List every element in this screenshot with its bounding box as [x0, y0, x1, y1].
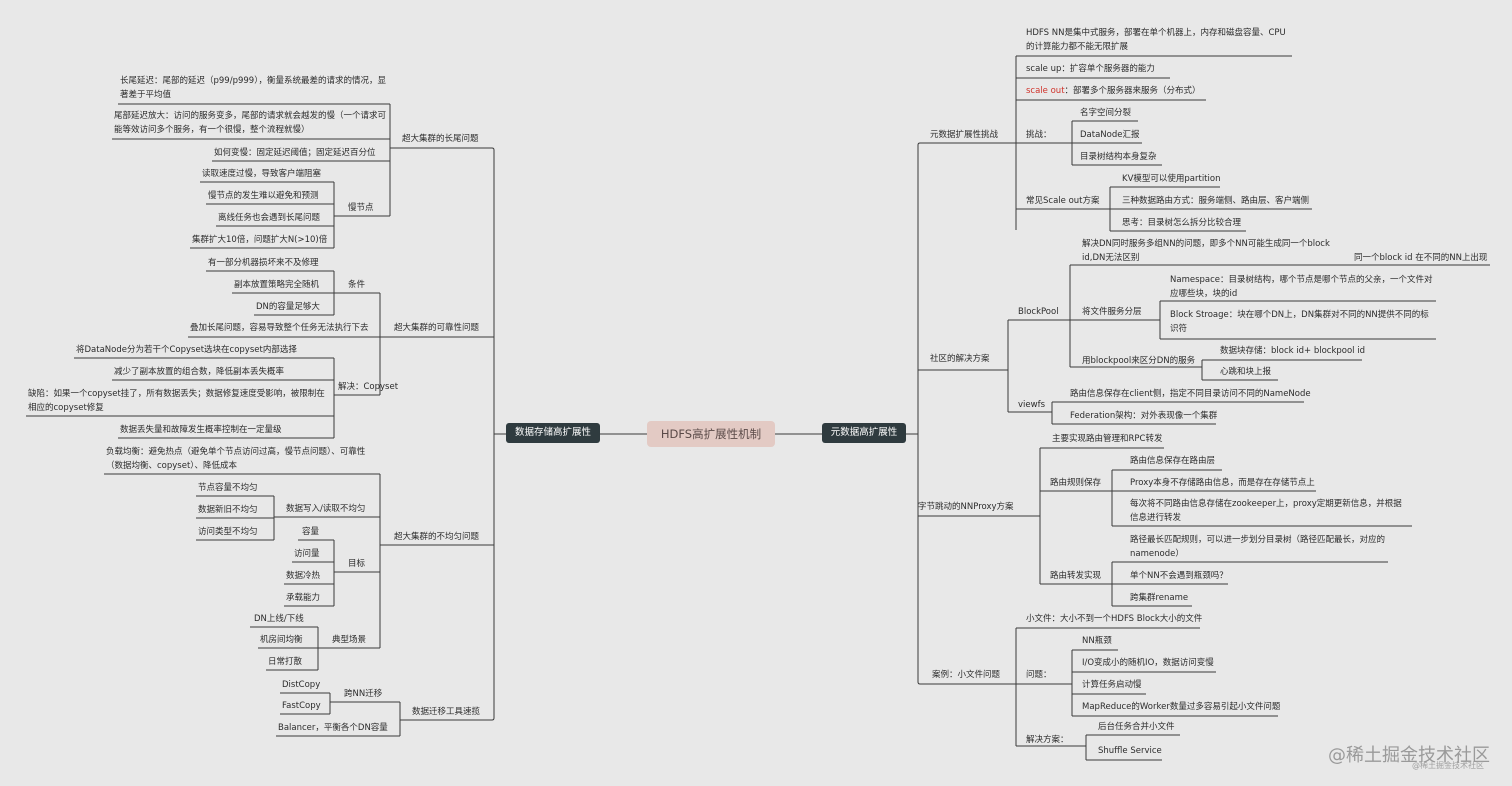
- common-scaleout-item[interactable]: 思考：目录树怎么拆分比较合理: [1122, 218, 1242, 228]
- route-forward-item[interactable]: 路径最长匹配规则，可以进一步划分目录树（路径匹配最长，对应的namenode）: [1130, 535, 1386, 559]
- cross-nn-item[interactable]: DistCopy: [282, 680, 321, 690]
- small-file-item[interactable]: 小文件：大小不到一个HDFS Block大小的文件: [1026, 614, 1203, 624]
- cross-nn-topic[interactable]: 跨NN迁移: [344, 689, 383, 699]
- slow-node-item[interactable]: 离线任务也会遇到长尾问题: [218, 213, 321, 223]
- slow-node-item[interactable]: 集群扩大10倍，问题扩大N(>10)倍: [192, 235, 328, 245]
- longtail-item[interactable]: 长尾延迟：尾部的延迟（p99/p999），衡量系统最差的请求的情况，显著差于平均…: [120, 76, 386, 100]
- common-scaleout-topic[interactable]: 常见Scale out方案: [1026, 196, 1100, 206]
- slow-node-item[interactable]: 慢节点的发生难以避免和预测: [208, 191, 319, 201]
- route-save-item[interactable]: 路由信息保存在路由层: [1130, 456, 1216, 466]
- balancer-item[interactable]: Balancer，平衡各个DN容量: [278, 723, 388, 733]
- scale-out-keyword: scale out: [1026, 86, 1065, 96]
- route-forward-topic[interactable]: 路由转发实现: [1050, 571, 1102, 581]
- small-file-topic[interactable]: 案例：小文件问题: [932, 670, 1001, 680]
- problem-item[interactable]: MapReduce的Worker数量过多容易引起小文件问题: [1082, 702, 1281, 712]
- goal-item[interactable]: 访问量: [294, 549, 320, 559]
- route-save-topic[interactable]: 路由规则保存: [1050, 478, 1102, 488]
- viewfs-item[interactable]: 路由信息保存在client侧，指定不同目录访问不同的NameNode: [1070, 389, 1311, 399]
- typical-scene-topic[interactable]: 典型场景: [332, 635, 367, 645]
- reliability-item[interactable]: 叠加长尾问题，容易导致整个任务无法执行下去: [190, 323, 369, 333]
- left-main-topic[interactable]: 数据存储高扩展性: [506, 423, 600, 443]
- solution-item[interactable]: Shuffle Service: [1098, 746, 1162, 756]
- challenge-topic[interactable]: 挑战：: [1026, 130, 1052, 140]
- longtail-item[interactable]: 尾部延迟放大：访问的服务变多，尾部的请求就会越发的慢（一个请求可能等效访问多个服…: [114, 111, 387, 135]
- route-save-item[interactable]: 每次将不同路由信息存储在zookeeper上，proxy定期更新信息，并根据信息…: [1130, 499, 1402, 523]
- namespace-item[interactable]: Namespace：目录树结构，哪个节点是哪个节点的父亲，一个文件对应哪些块，块…: [1170, 275, 1433, 299]
- challenge-item[interactable]: 名字空间分裂: [1080, 108, 1132, 118]
- scale-up-item[interactable]: scale up：扩容单个服务器的能力: [1026, 64, 1155, 74]
- watermark-small: @稀土掘金技术社区: [1412, 761, 1484, 770]
- route-forward-item[interactable]: 单个NN不会遇到瓶颈吗？: [1130, 571, 1228, 581]
- slow-node-item[interactable]: 读取速度过慢，导致客户端阻塞: [202, 169, 322, 179]
- viewfs-item[interactable]: Federation架构：对外表现像一个集群: [1070, 411, 1218, 421]
- solution-item[interactable]: 后台任务合并小文件: [1098, 722, 1175, 732]
- reliability-topic[interactable]: 超大集群的可靠性问题: [394, 323, 480, 333]
- problem-topic[interactable]: 问题：: [1026, 670, 1052, 680]
- goal-item[interactable]: 数据冷热: [286, 571, 321, 581]
- scale-out-desc: ：部署多个服务器来服务（分布式）: [1064, 86, 1201, 96]
- nnproxy-item[interactable]: 主要实现路由管理和RPC转发: [1052, 434, 1163, 444]
- cross-nn-item[interactable]: FastCopy: [282, 701, 321, 711]
- problem-item[interactable]: I/O变成小的随机IO，数据访问变慢: [1082, 658, 1214, 668]
- condition-item[interactable]: 有一部分机器损坏来不及修理: [208, 258, 319, 268]
- scene-item[interactable]: DN上线/下线: [254, 614, 304, 624]
- scene-item[interactable]: 机房间均衡: [260, 635, 303, 645]
- blockpool-topic[interactable]: BlockPool: [1018, 307, 1059, 317]
- condition-item[interactable]: DN的容量足够大: [256, 302, 320, 312]
- imbalance-item[interactable]: 数据新旧不均匀: [198, 505, 258, 515]
- file-service-layer-topic[interactable]: 将文件服务分层: [1082, 307, 1142, 317]
- blockpool-dn-item[interactable]: 数据块存储：block id+ blockpool id: [1220, 346, 1366, 356]
- copyset-solution-topic[interactable]: 解决：Copyset: [338, 382, 399, 392]
- goal-topic[interactable]: 目标: [348, 559, 366, 569]
- common-scaleout-item[interactable]: 三种数据路由方式：服务端侧、路由层、客户端侧: [1122, 196, 1310, 206]
- blockpool-sub-item[interactable]: 同一个block id 在不同的NN上出现: [1354, 253, 1488, 263]
- condition-topic[interactable]: 条件: [348, 280, 366, 290]
- route-save-item[interactable]: Proxy本身不存储路由信息，而是存在存储节点上: [1130, 478, 1315, 488]
- common-scaleout-item[interactable]: KV模型可以使用partition: [1122, 174, 1221, 184]
- watermark: @稀土掘金技术社区: [1328, 745, 1490, 766]
- challenge-item[interactable]: DataNode汇报: [1080, 130, 1140, 140]
- copyset-item[interactable]: 数据丢失量和故障发生概率控制在一定量级: [120, 425, 282, 435]
- imbalance-item[interactable]: 节点容量不均匀: [198, 483, 258, 493]
- longtail-item[interactable]: 如何变慢：固定延迟阈值；固定延迟百分位: [214, 148, 376, 158]
- blockpool-dn-topic[interactable]: 用blockpool来区分DN的服务: [1082, 356, 1196, 366]
- goal-item[interactable]: 承载能力: [286, 593, 321, 603]
- imbalance-item[interactable]: 访问类型不均匀: [198, 527, 258, 537]
- slow-node-topic[interactable]: 慢节点: [348, 203, 374, 213]
- nnproxy-topic[interactable]: 字节跳动的NNProxy方案: [918, 502, 1014, 512]
- scene-item[interactable]: 日常打散: [268, 657, 303, 667]
- blockpool-item[interactable]: 解决DN同时服务多组NN的问题，即多个NN可能生成同一个block id,DN无…: [1082, 239, 1330, 263]
- imbalance-topic[interactable]: 超大集群的不均匀问题: [394, 532, 480, 542]
- solution-topic[interactable]: 解决方案：: [1026, 735, 1069, 745]
- blockpool-dn-item[interactable]: 心跳和块上报: [1220, 367, 1272, 377]
- copyset-item[interactable]: 缺陷：如果一个copyset挂了，所有数据丢失；数据修复速度受影响，被限制在相应…: [28, 389, 325, 413]
- read-write-imbalance-topic[interactable]: 数据写入/读取不均匀: [286, 504, 366, 514]
- scale-out-item[interactable]: scale out：部署多个服务器来服务（分布式）: [1026, 84, 1201, 98]
- scale-item-hdfs-nn[interactable]: HDFS NN是集中式服务，部署在单个机器上，内存和磁盘容量、CPU的计算能力都…: [1026, 28, 1286, 52]
- condition-item[interactable]: 副本放置策略完全随机: [234, 280, 320, 290]
- load-balance-item[interactable]: 负载均衡：避免热点（避免单个节点访问过高，慢节点问题）、可靠性（数据均衡、cop…: [106, 447, 366, 471]
- problem-item[interactable]: 计算任务启动慢: [1082, 680, 1142, 690]
- migration-tools-topic[interactable]: 数据迁移工具速揽: [412, 707, 481, 717]
- community-solution-topic[interactable]: 社区的解决方案: [930, 354, 990, 364]
- problem-item[interactable]: NN瓶颈: [1082, 636, 1112, 646]
- goal-item[interactable]: 容量: [302, 527, 320, 537]
- block-storage-item[interactable]: Block Stroage：块在哪个DN上，DN集群对不同的NN提供不同的标识符: [1170, 310, 1429, 334]
- route-forward-item[interactable]: 跨集群rename: [1130, 593, 1189, 603]
- viewfs-topic[interactable]: viewfs: [1018, 400, 1045, 410]
- root-topic[interactable]: HDFS高扩展性机制: [647, 421, 775, 447]
- scale-challenge-topic[interactable]: 元数据扩展性挑战: [930, 130, 999, 140]
- challenge-item[interactable]: 目录树结构本身复杂: [1080, 152, 1157, 162]
- longtail-topic[interactable]: 超大集群的长尾问题: [402, 134, 479, 144]
- copyset-item[interactable]: 减少了副本放置的组合数，降低副本丢失概率: [114, 367, 285, 377]
- right-main-topic[interactable]: 元数据高扩展性: [822, 423, 906, 443]
- copyset-item[interactable]: 将DataNode分为若干个Copyset选块在copyset内部选择: [76, 345, 297, 355]
